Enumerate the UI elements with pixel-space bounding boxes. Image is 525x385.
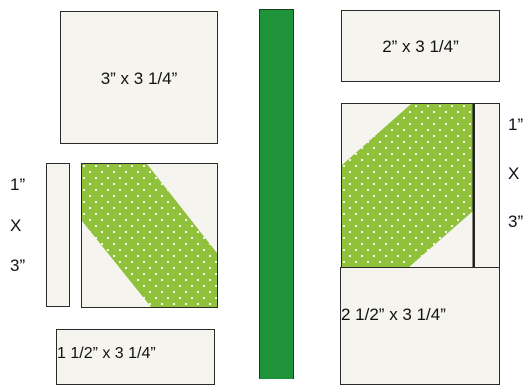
right-side-strip-label-line-2: X [508,163,520,183]
left-side-strip [46,163,70,307]
right-top-piece-label: 2” x 3 1/4” [382,37,459,56]
left-top-piece-label: 3” x 3 1/4” [100,69,178,88]
left-side-strip-label-line-3: 3” [10,256,26,275]
right-side-strip-label: 1” X 3” [508,116,523,230]
left-block-green-strip-dots [82,164,217,307]
right-top-piece: 2” x 3 1/4” [341,10,500,82]
left-side-strip-label-line-2: X [10,215,22,235]
green-divider-strip [259,9,294,379]
right-bottom-piece-label: 2 1/2” x 3 1/4” [341,305,446,324]
right-side-strip-label-line-3: 3” [508,212,524,231]
left-side-strip-label-line-1: 1” [10,175,26,194]
left-bottom-piece-label: 1 1/2” x 3 1/4” [57,345,156,362]
right-side-strip-label-line-1: 1” [508,115,524,134]
left-bottom-piece: 1 1/2” x 3 1/4” [56,329,215,385]
right-bottom-piece: 2 1/2” x 3 1/4” [340,267,500,385]
right-diagonal-block [341,103,475,276]
right-block-green-strip-dots [342,104,473,275]
left-side-strip-label: 1” X 3” [10,176,25,274]
right-side-strip [474,103,500,275]
left-diagonal-block [81,163,218,308]
left-top-piece: 3” x 3 1/4” [60,11,218,144]
